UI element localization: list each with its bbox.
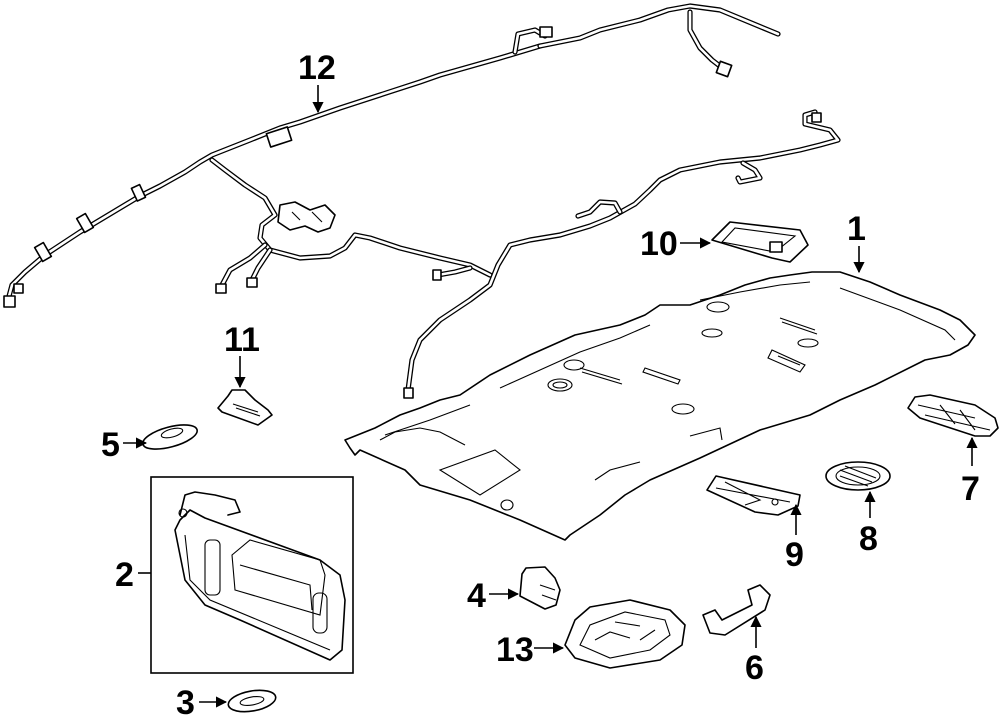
visor-retainer[interactable] xyxy=(217,389,273,426)
visor-mount-cover[interactable] xyxy=(140,420,199,454)
callout-3: 3 xyxy=(176,684,195,716)
callout-10: 10 xyxy=(640,225,678,263)
callout-5: 5 xyxy=(101,426,120,464)
overhead-console[interactable] xyxy=(564,599,686,669)
roof-wiring-harness[interactable] xyxy=(3,3,841,399)
callout-1: 1 xyxy=(847,210,866,248)
visor-inset-box xyxy=(150,476,354,674)
callout-6: 6 xyxy=(745,649,764,687)
callout-4: 4 xyxy=(467,577,486,615)
callout-11: 11 xyxy=(224,321,260,359)
callout-9: 9 xyxy=(785,536,804,574)
callout-13: 13 xyxy=(496,631,534,669)
visor-clip-cover[interactable] xyxy=(227,687,278,715)
cargo-lamp[interactable] xyxy=(711,221,809,263)
visor-bracket[interactable] xyxy=(519,566,561,610)
callout-12: 12 xyxy=(298,49,336,87)
callout-8: 8 xyxy=(859,520,878,558)
grab-handle[interactable] xyxy=(702,584,771,636)
speaker-grille[interactable] xyxy=(825,461,891,491)
reading-lamp[interactable] xyxy=(706,475,801,516)
callout-7: 7 xyxy=(961,470,980,508)
headliner[interactable] xyxy=(344,271,976,541)
callout-2: 2 xyxy=(115,556,134,594)
rear-dome-lamp[interactable] xyxy=(907,394,999,437)
sun-visor[interactable] xyxy=(174,491,346,661)
